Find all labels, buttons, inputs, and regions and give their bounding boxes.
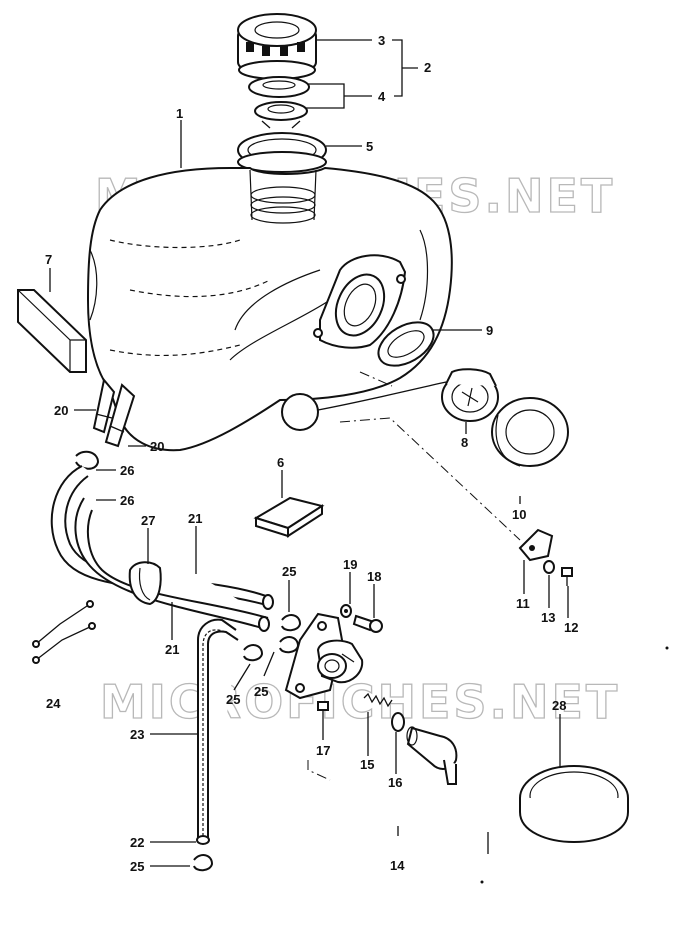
- fuel-tank-body: [86, 166, 453, 452]
- callout-10: 10: [512, 507, 526, 522]
- callout-20-lower: 20: [150, 439, 164, 454]
- bracket-washer: [543, 560, 555, 574]
- callout-25-middle: 25: [254, 684, 268, 699]
- callout-21-upper: 21: [188, 511, 202, 526]
- callout-8: 8: [461, 435, 468, 450]
- tank-cushion-pad: [253, 496, 325, 538]
- callout-17: 17: [316, 743, 330, 758]
- callout-14: 14: [390, 858, 405, 873]
- callout-2: 2: [424, 60, 431, 75]
- callout-23: 23: [130, 727, 144, 742]
- clamp-25-bottom: [193, 854, 214, 872]
- callout-4: 4: [378, 89, 386, 104]
- callout-21-lower: 21: [165, 642, 179, 657]
- callout-3: 3: [378, 33, 385, 48]
- callout-24: 24: [46, 696, 61, 711]
- watermark-bottom: MICROFICHES.NET: [100, 675, 620, 729]
- callout-28: 28: [552, 698, 566, 713]
- corrugated-drain-hose: [196, 618, 239, 845]
- callout-12: 12: [564, 620, 578, 635]
- assembly-line-gauge: [339, 417, 521, 541]
- gauge-mounting-flange: [313, 254, 407, 349]
- hose-clip: [32, 600, 96, 664]
- clamp-25-top: [281, 614, 302, 632]
- clamp-25-left: [243, 644, 264, 662]
- callout-1: 1: [176, 106, 183, 121]
- callout-22: 22: [130, 835, 144, 850]
- callout-26-lower: 26: [120, 493, 134, 508]
- hose-clamp-upper: [75, 450, 100, 470]
- cock-screw: [352, 614, 383, 633]
- callout-15: 15: [360, 757, 374, 772]
- fuel-cock: [284, 612, 364, 700]
- callout-25-top: 25: [282, 564, 296, 579]
- gauge-gasket: [377, 321, 435, 367]
- hose-holder: [128, 561, 162, 606]
- callout-5: 5: [366, 139, 373, 154]
- callout-19: 19: [343, 557, 357, 572]
- fuel-cap: [237, 13, 317, 80]
- callout-11: 11: [516, 596, 530, 611]
- callout-25-left: 25: [226, 692, 240, 707]
- large-seal-ring: [519, 765, 629, 844]
- assembly-line-cock: [307, 760, 331, 781]
- cap-gaskets: [248, 76, 310, 129]
- mounting-bracket: [518, 528, 554, 562]
- tank-hose-fittings: [92, 377, 136, 448]
- bracket-bolt: [561, 567, 573, 586]
- callout-27: 27: [141, 513, 155, 528]
- cock-o-ring: [391, 712, 405, 732]
- callout-9: 9: [486, 323, 493, 338]
- leader-lines: [49, 39, 569, 867]
- callout-18: 18: [367, 569, 381, 584]
- assembly-line-float: [359, 371, 393, 387]
- callout-26-upper: 26: [120, 463, 134, 478]
- callout-7: 7: [45, 252, 52, 267]
- fuel-cock-lever: [406, 726, 458, 785]
- callout-20-upper: 20: [54, 403, 68, 418]
- fuel-hoses: [50, 465, 274, 632]
- cock-bottom-screw: [317, 701, 329, 728]
- fuel-level-gauge: [281, 368, 499, 431]
- callout-numbers: 1 2 3 4 5 6 7 8 9 10 11 12 13 14 15 16 1…: [45, 33, 578, 874]
- callout-25-bottom: 25: [130, 859, 144, 874]
- cock-spring: [363, 692, 393, 708]
- gauge-retainer-ring: [491, 397, 569, 467]
- tank-label-pad: [17, 289, 87, 373]
- callout-16: 16: [388, 775, 402, 790]
- filler-neck-ring: [237, 132, 327, 173]
- callout-13: 13: [541, 610, 555, 625]
- callout-6: 6: [277, 455, 284, 470]
- clamp-25-middle: [279, 636, 300, 654]
